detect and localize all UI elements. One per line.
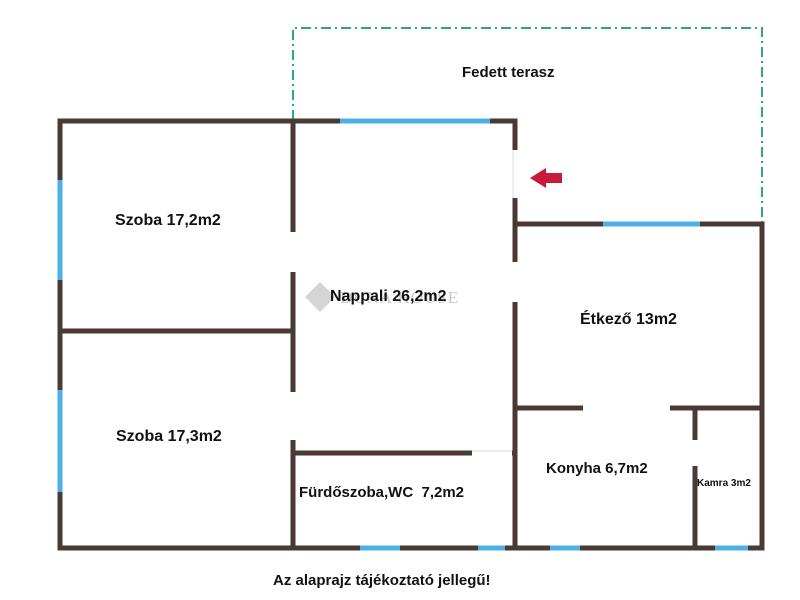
entrance-arrow-icon: [530, 168, 562, 188]
watermark-logo-icon: [305, 282, 335, 312]
room-label-terrace: Fedett terasz: [462, 64, 555, 81]
room-label-bedroom-1: Szoba 17,2m2: [115, 212, 221, 229]
windows: [57, 118, 748, 551]
room-label-bathroom: Fürdőszoba,WC 7,2m2: [299, 484, 465, 501]
door-lines: [472, 150, 514, 452]
door-openings: [290, 150, 698, 466]
room-label-dining: Étkező 13m2: [580, 311, 677, 328]
watermark: DUNA HOUSE: [340, 288, 460, 307]
disclaimer-note: Az alaprajz tájékoztató jellegű!: [273, 572, 491, 589]
terrace-outline: [292, 27, 763, 222]
room-label-kitchen: Konyha 6,7m2: [546, 460, 648, 477]
room-label-pantry: Kamra 3m2: [697, 478, 751, 489]
room-label-living-room: Nappali 26,2m2: [330, 288, 447, 305]
room-label-bedroom-2: Szoba 17,3m2: [116, 428, 222, 445]
